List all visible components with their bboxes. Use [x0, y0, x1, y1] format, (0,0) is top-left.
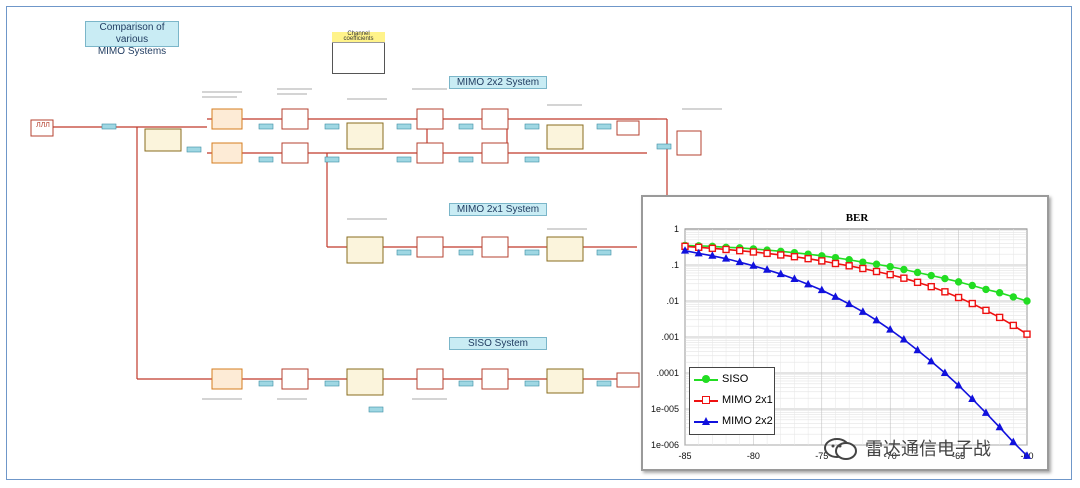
data-point-mimo-2x2: [776, 269, 785, 278]
legend-marker: [702, 375, 710, 383]
legend-marker: [702, 396, 710, 404]
data-point-siso: [968, 281, 976, 290]
data-point-mimo-2x1: [1009, 321, 1018, 330]
wechat-icon: [824, 438, 857, 460]
data-point-mimo-2x2: [680, 246, 690, 254]
data-point-mimo-2x1: [777, 251, 785, 259]
data-point-mimo-2x2: [749, 261, 758, 269]
data-point-mimo-2x1: [708, 244, 717, 253]
x-tick-label: -85: [678, 451, 691, 461]
chart-title: BER: [846, 212, 870, 224]
ber-chart: BER 1 .1 .01 .001 .0001 1e-005 1e-006-85 -80 -75…: [651, 212, 1034, 461]
x-tick-label: -75: [815, 451, 828, 461]
data-point-siso: [900, 265, 908, 274]
data-point-mimo-2x2: [831, 292, 840, 300]
comparison-title-line2: MIMO Systems: [97, 46, 167, 57]
data-point-siso: [845, 256, 853, 264]
ber-plot-window: BER 1 .1 .01 .001 .0001 1e-005 1e-006-85 -80 -75…: [641, 195, 1049, 471]
data-point-siso: [859, 258, 867, 266]
data-point-siso: [1009, 293, 1018, 301]
data-point-mimo-2x2: [1009, 437, 1018, 446]
data-point-siso: [872, 260, 881, 268]
data-point-mimo-2x2: [954, 380, 963, 389]
x-tick-label: -70: [884, 451, 897, 461]
data-point-mimo-2x1: [913, 278, 922, 287]
data-point-mimo-2x1: [818, 257, 826, 265]
y-tick-label: .1: [671, 260, 679, 270]
legend-label: MIMO 2x2: [722, 415, 773, 427]
data-point-mimo-2x1: [927, 282, 935, 291]
data-point-mimo-2x1: [954, 293, 963, 302]
data-point-mimo-2x1: [968, 299, 976, 308]
data-point-siso: [982, 285, 990, 294]
mimo-2x1-label: MIMO 2x1 System: [449, 203, 547, 216]
source-block-label: ЛЛЛ: [36, 122, 50, 129]
data-point-mimo-2x2: [708, 251, 717, 259]
data-point-mimo-2x2: [845, 299, 854, 308]
data-point-mimo-2x2: [995, 422, 1004, 431]
data-point-mimo-2x2: [872, 315, 881, 324]
data-point-mimo-2x2: [927, 356, 936, 365]
data-point-mimo-2x2: [913, 345, 922, 354]
data-point-mimo-2x2: [968, 394, 977, 402]
data-point-mimo-2x1: [736, 246, 744, 255]
data-point-mimo-2x1: [722, 245, 730, 254]
comparison-title-line1: Comparison of various: [99, 22, 165, 45]
data-point-mimo-2x1: [763, 249, 771, 258]
data-point-mimo-2x2: [940, 368, 949, 376]
mimo-schematic: [30, 88, 722, 413]
data-point-siso: [913, 268, 922, 277]
data-point-mimo-2x1: [900, 274, 908, 282]
data-point-mimo-2x2: [899, 334, 908, 343]
x-tick-label: -80: [747, 451, 760, 461]
siso-label: SISO System: [449, 337, 547, 350]
y-tick-label: .01: [666, 296, 679, 306]
legend-marker: [702, 417, 710, 425]
x-tick-label: -65: [952, 451, 965, 461]
data-point-siso: [886, 262, 894, 271]
data-point-mimo-2x1: [995, 313, 1004, 322]
data-point-mimo-2x2: [735, 257, 744, 266]
data-point-mimo-2x1: [749, 248, 758, 256]
data-point-mimo-2x1: [886, 270, 894, 279]
legend-label: MIMO 2x1: [722, 394, 773, 406]
data-point-mimo-2x2: [804, 279, 813, 288]
data-point-mimo-2x1: [982, 306, 990, 315]
data-point-mimo-2x2: [886, 325, 895, 333]
watermark: 雷达通信电子战: [823, 435, 1063, 461]
y-tick-label: .0001: [656, 368, 679, 378]
mimo-2x2-label: MIMO 2x2 System: [449, 76, 547, 89]
data-point-mimo-2x1: [804, 254, 812, 263]
data-point-mimo-2x2: [1022, 451, 1032, 459]
screenshot-frame: Comparison of various MIMO Systems Chann…: [6, 6, 1072, 480]
data-point-mimo-2x1: [872, 267, 881, 276]
data-point-mimo-2x2: [981, 408, 990, 416]
comparison-title: Comparison of various MIMO Systems: [85, 21, 179, 57]
data-point-mimo-2x2: [817, 285, 826, 294]
y-tick-label: .001: [661, 332, 679, 342]
data-point-mimo-2x1: [831, 259, 840, 268]
watermark-text: 雷达通信电子战: [865, 439, 991, 460]
channel-coefficients-title: Channel coefficients: [332, 31, 385, 43]
data-point-siso: [954, 278, 963, 286]
data-point-siso: [1023, 297, 1031, 305]
data-point-mimo-2x1: [845, 262, 853, 270]
data-point-mimo-2x1: [941, 288, 949, 296]
data-point-mimo-2x2: [858, 307, 867, 315]
data-point-siso: [995, 289, 1004, 297]
data-point-mimo-2x2: [694, 248, 703, 257]
data-point-siso: [941, 274, 949, 283]
legend-label: SISO: [722, 373, 749, 385]
y-tick-label: 1: [674, 224, 679, 234]
data-point-siso: [927, 271, 935, 280]
y-tick-label: 1e-005: [651, 404, 679, 414]
data-point-mimo-2x1: [859, 264, 867, 273]
y-tick-label: 1e-006: [651, 440, 679, 450]
data-point-mimo-2x1: [1023, 330, 1031, 338]
data-point-mimo-2x1: [790, 253, 799, 261]
data-point-mimo-2x2: [722, 254, 731, 262]
data-point-mimo-2x2: [790, 274, 799, 282]
data-point-mimo-2x2: [763, 265, 772, 273]
